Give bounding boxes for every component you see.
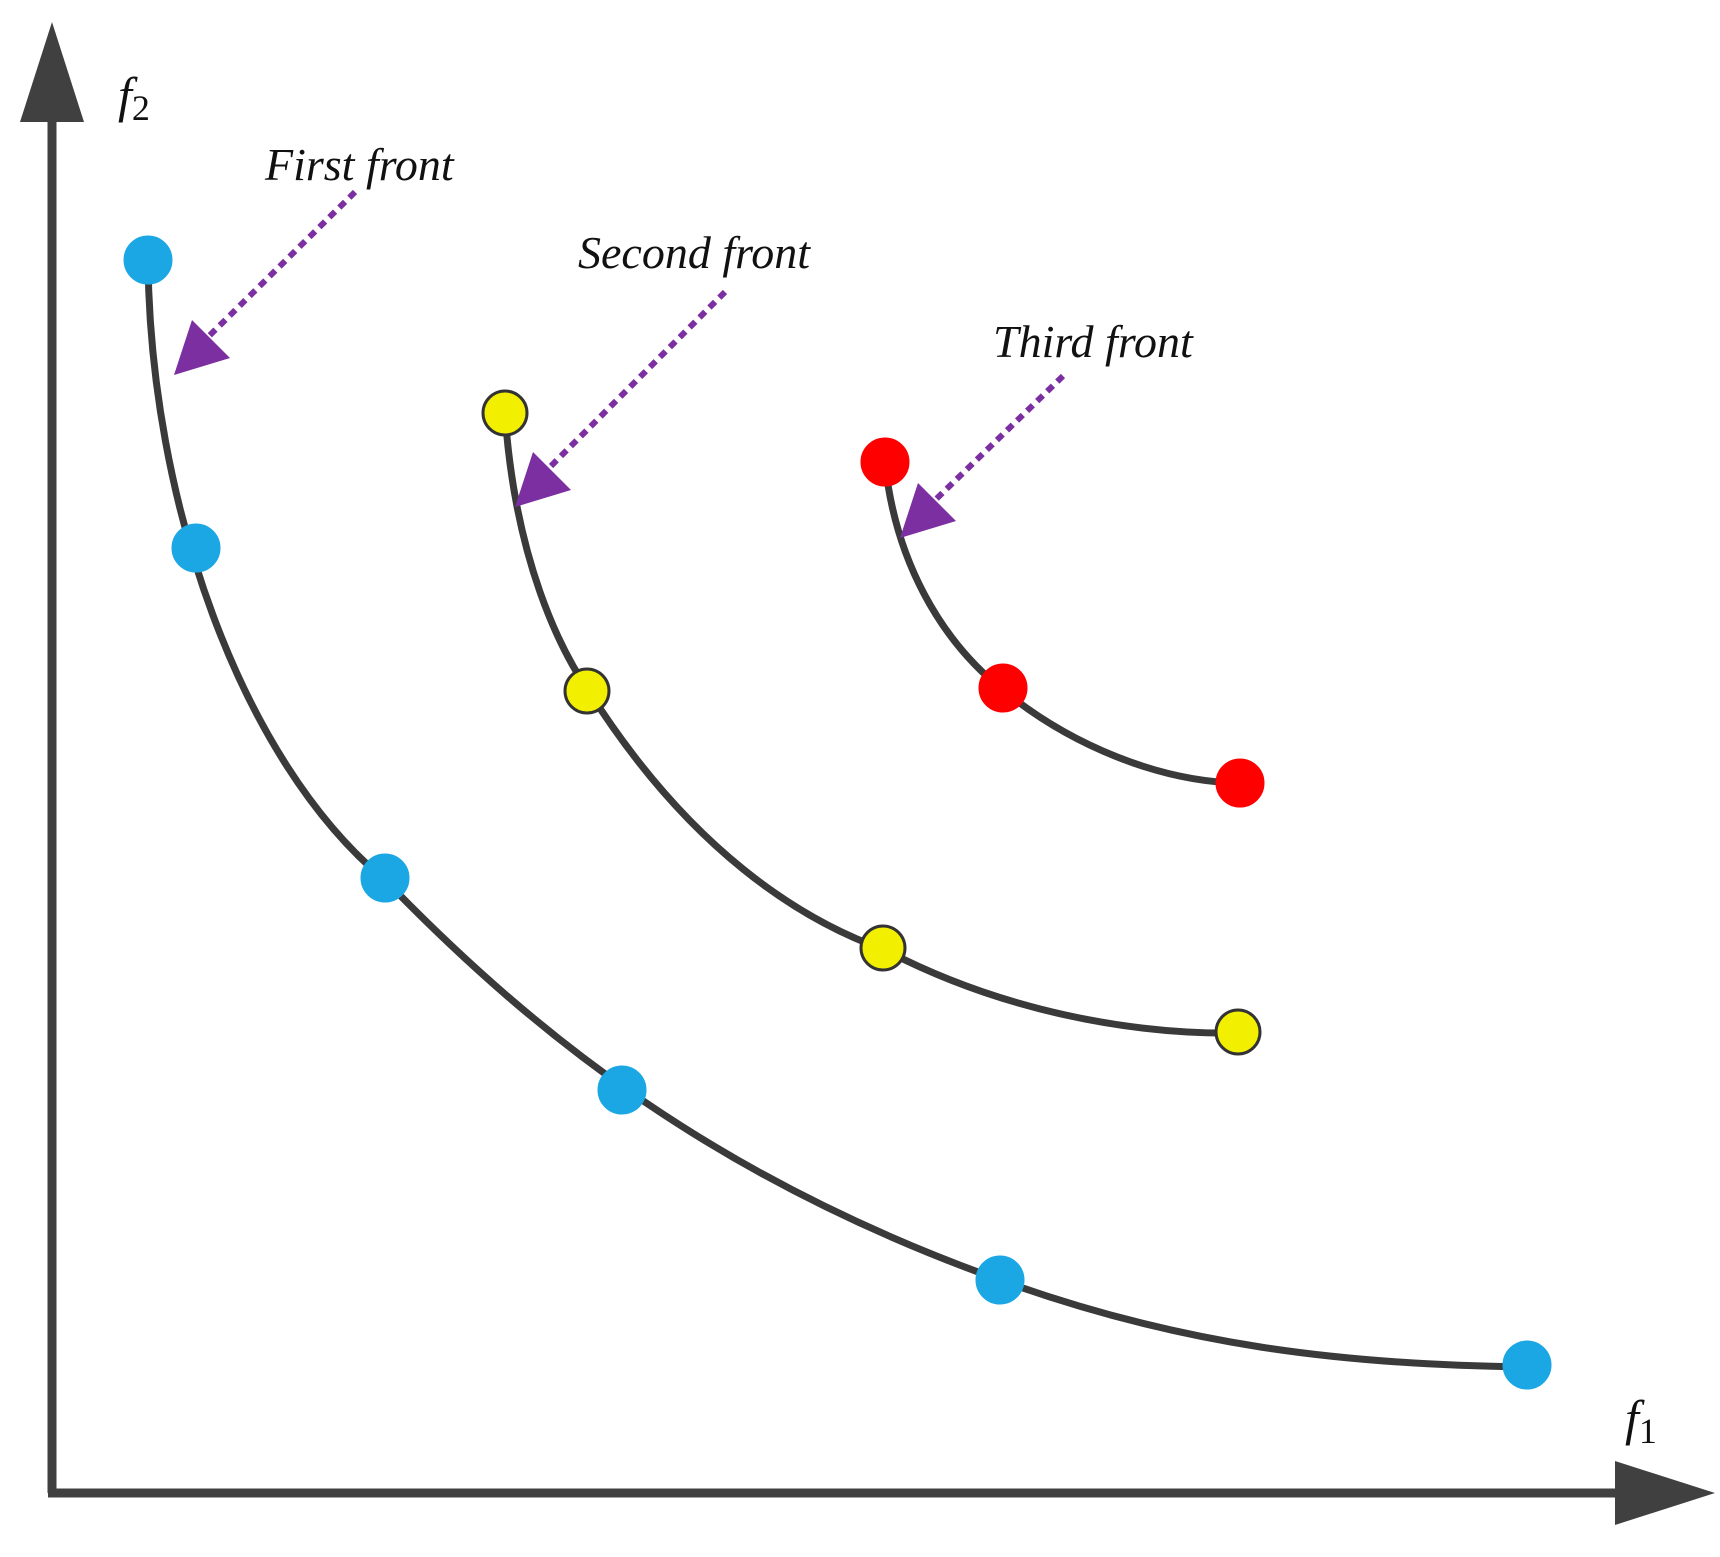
first-front-arrowhead — [174, 320, 230, 375]
third-front-arrowhead — [900, 483, 956, 538]
third-front-point — [860, 437, 910, 487]
first-front-point — [171, 523, 221, 573]
first-front-curve — [144, 256, 1534, 1371]
second-front-arrow — [515, 289, 728, 507]
first-front-point — [1502, 1340, 1552, 1390]
y-axis-subscript: 2 — [132, 88, 150, 128]
first-front-point — [597, 1065, 647, 1115]
first-front-point — [123, 235, 173, 285]
second-front-arrow-shaft — [542, 289, 728, 475]
front-curves — [144, 256, 1534, 1371]
first-front-point — [975, 1255, 1025, 1305]
second-front-points — [481, 389, 1262, 1056]
third-front-points — [860, 437, 1265, 808]
first-front-arrow-shaft — [202, 189, 358, 343]
third-front-arrow-shaft — [927, 373, 1066, 508]
third-front-point — [978, 663, 1028, 713]
third-front-point — [1215, 758, 1265, 808]
axes — [20, 22, 1715, 1525]
x-axis-label: f1 — [1625, 1390, 1657, 1451]
second-front-point — [563, 667, 611, 715]
x-axis-subscript: 1 — [1639, 1411, 1657, 1451]
x-axis-arrowhead — [1615, 1461, 1715, 1525]
first-front-points — [123, 235, 1552, 1390]
third-front-arrow — [900, 373, 1066, 538]
second-front-label: Second front — [578, 227, 811, 278]
first-front-point — [360, 853, 410, 903]
second-front-curve — [501, 409, 1244, 1037]
front-arrows — [174, 189, 1066, 538]
second-front-point — [859, 924, 907, 972]
second-front-point — [481, 389, 529, 437]
second-front-point — [1214, 1008, 1262, 1056]
second-front-arrowhead — [515, 452, 571, 507]
first-front-label: First front — [264, 139, 455, 190]
y-axis-arrowhead — [20, 22, 84, 122]
third-front-label: Third front — [993, 316, 1194, 367]
y-axis-label: f2 — [118, 67, 150, 128]
first-front-arrow — [174, 189, 358, 375]
